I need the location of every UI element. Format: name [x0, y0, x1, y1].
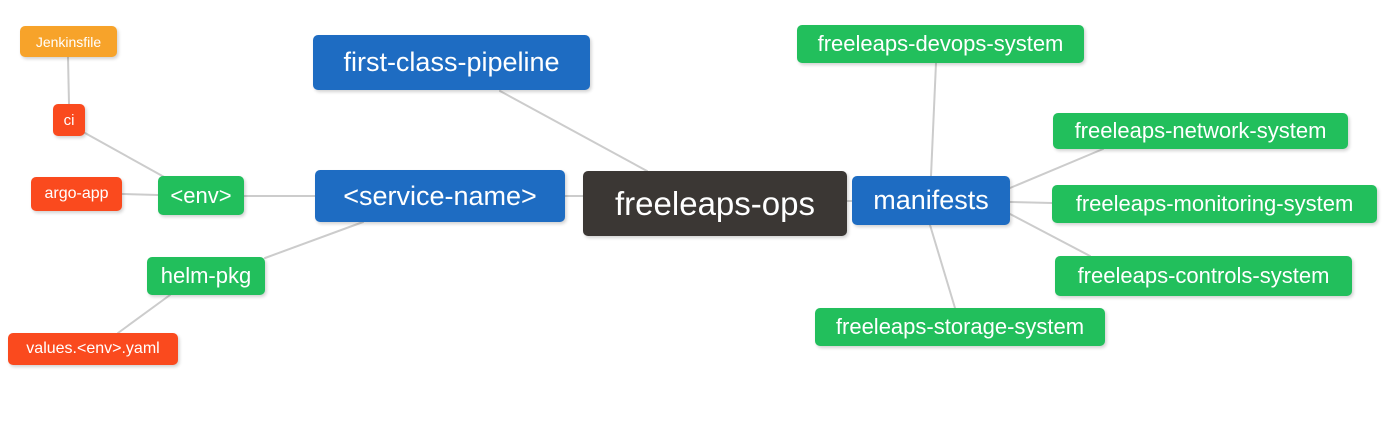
node-freeleaps-network-system[interactable]: freeleaps-network-system [1053, 113, 1348, 149]
edge-manifests-to-freeleaps-monitoring-system [1009, 201, 1053, 204]
node-freeleaps-monitoring-system[interactable]: freeleaps-monitoring-system [1052, 185, 1377, 223]
edge-manifests-to-freeleaps-devops-system [930, 62, 937, 177]
edge-manifests-to-freeleaps-storage-system [929, 224, 956, 309]
node-argo-app[interactable]: argo-app [31, 177, 122, 211]
edge-argo-app-to-env [121, 193, 159, 196]
node-values-env-yaml[interactable]: values.<env>.yaml [8, 333, 178, 365]
node-first-class-pipeline[interactable]: first-class-pipeline [313, 35, 590, 90]
node-env[interactable]: <env> [158, 176, 244, 215]
edge-manifests-to-freeleaps-network-system [1009, 148, 1104, 189]
node-jenkinsfile[interactable]: Jenkinsfile [20, 26, 117, 57]
edge-first-class-pipeline-to-freeleaps-ops [499, 90, 648, 172]
node-freeleaps-ops[interactable]: freeleaps-ops [583, 171, 847, 236]
node-freeleaps-controls-system[interactable]: freeleaps-controls-system [1055, 256, 1352, 296]
edge-manifests-to-freeleaps-controls-system [1009, 213, 1091, 257]
node-helm-pkg[interactable]: helm-pkg [147, 257, 265, 295]
edge-service-name-to-helm-pkg [264, 221, 364, 259]
node-freeleaps-storage-system[interactable]: freeleaps-storage-system [815, 308, 1105, 346]
node-ci[interactable]: ci [53, 104, 85, 136]
node-freeleaps-devops-system[interactable]: freeleaps-devops-system [797, 25, 1084, 63]
node-service-name[interactable]: <service-name> [315, 170, 565, 222]
edge-ci-to-env [84, 132, 167, 179]
node-manifests[interactable]: manifests [852, 176, 1010, 225]
edge-jenkinsfile-to-ci [67, 56, 70, 105]
edge-helm-pkg-to-values-env-yaml [117, 294, 171, 334]
